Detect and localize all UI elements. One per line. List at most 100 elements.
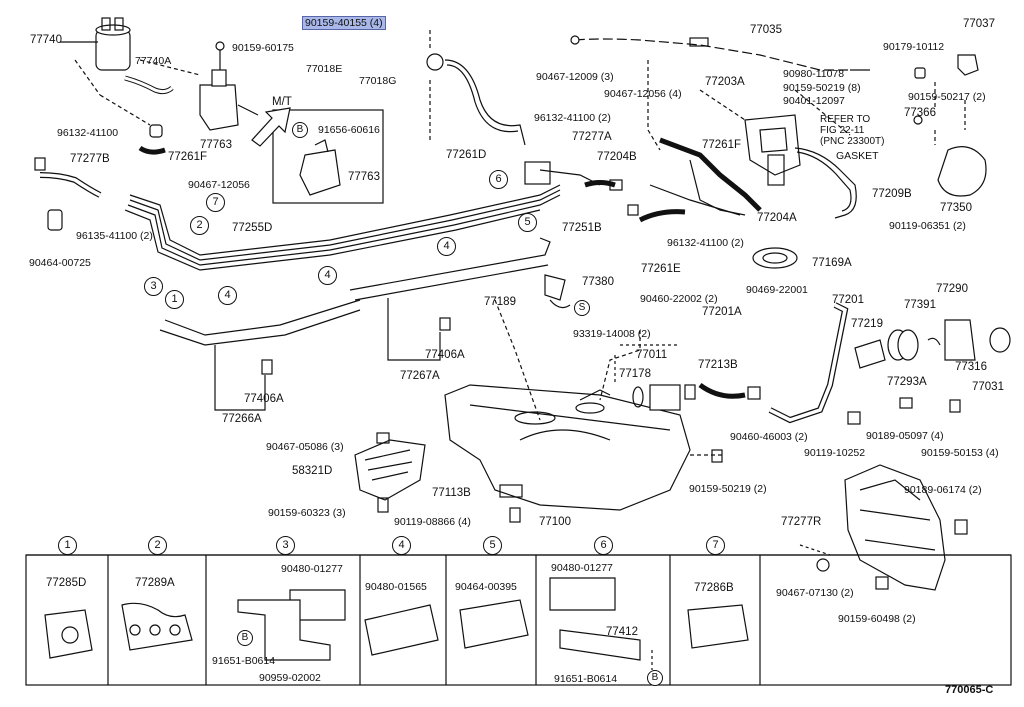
part-label-77740[interactable]: 77740 [30, 34, 62, 46]
part-label-77204a[interactable]: 77204A [757, 212, 797, 224]
panel-6-part-b[interactable]: 77412 [606, 626, 638, 638]
part-label-90460-22002[interactable]: 90460-22002 (2) [640, 293, 718, 305]
part-label-77255d[interactable]: 77255D [232, 222, 273, 234]
part-label-90189-06174[interactable]: 90189-06174 (2) [904, 484, 982, 496]
part-label-90980-11078[interactable]: 90980-11078 [783, 68, 845, 80]
panel-3-part-a[interactable]: 90480-01277 [281, 563, 343, 575]
part-label-90159-50219-8[interactable]: 90159-50219 (8) [783, 82, 861, 94]
part-label-77251b[interactable]: 77251B [562, 222, 602, 234]
part-label-77380[interactable]: 77380 [582, 276, 614, 288]
part-label-77277a[interactable]: 77277A [572, 131, 612, 143]
part-label-77316[interactable]: 77316 [955, 361, 987, 373]
frame-rail [159, 237, 551, 346]
callout-4-a[interactable]: 4 [218, 286, 237, 305]
part-label-91656-60616[interactable]: 91656-60616 [318, 124, 380, 136]
part-label-77763[interactable]: 77763 [200, 139, 232, 151]
part-label-90119-10252[interactable]: 90119-10252 [804, 447, 866, 459]
part-label-90467-12009[interactable]: 90467-12009 (3) [536, 71, 614, 83]
callout-6[interactable]: 6 [489, 170, 508, 189]
part-label-77178[interactable]: 77178 [619, 368, 651, 380]
part-label-90460-46003[interactable]: 90460-46003 (2) [730, 431, 808, 443]
part-label-93319-14008[interactable]: 93319-14008 (2) [573, 328, 651, 340]
part-label-77018e[interactable]: 77018E [306, 63, 343, 75]
part-label-90401-12097[interactable]: 90401-12097 [783, 95, 845, 107]
callout-2[interactable]: 2 [190, 216, 209, 235]
part-label-77204b[interactable]: 77204B [597, 151, 637, 163]
part-label-77350[interactable]: 77350 [940, 202, 972, 214]
panel-6-part-a[interactable]: 90480-01277 [551, 562, 613, 574]
callout-4-b[interactable]: 4 [318, 266, 337, 285]
part-label-77277r[interactable]: 77277R [781, 516, 822, 528]
part-label-77100[interactable]: 77100 [539, 516, 571, 528]
part-label-77035[interactable]: 77035 [750, 24, 782, 36]
part-label-77406a-a[interactable]: 77406A [425, 349, 465, 361]
callout-5[interactable]: 5 [518, 213, 537, 232]
part-label-77031[interactable]: 77031 [972, 381, 1004, 393]
part-label-77037[interactable]: 77037 [963, 18, 995, 30]
part-label-90159-50153[interactable]: 90159-50153 (4) [921, 447, 999, 459]
part-label-90467-07130[interactable]: 90467-07130 (2) [776, 587, 854, 599]
highlighted-part-label[interactable]: 90159-40155 (4) [302, 16, 386, 30]
part-label-90467-12056[interactable]: 90467-12056 [188, 179, 250, 191]
part-label-77366[interactable]: 77366 [904, 107, 936, 119]
part-label-77266a[interactable]: 77266A [222, 413, 262, 425]
part-label-90159-50219-2[interactable]: 90159-50219 (2) [689, 483, 767, 495]
part-label-96132-41100-c[interactable]: 96132-41100 (2) [667, 237, 744, 249]
part-label-90467-12056-4[interactable]: 90467-12056 (4) [604, 88, 682, 100]
panel-3-part-c[interactable]: 90959-02002 [259, 672, 321, 684]
part-label-90119-06351[interactable]: 90119-06351 (2) [889, 220, 966, 232]
vent-hose-top [426, 53, 526, 146]
panel-3-part-b[interactable]: 91651-B0614 [212, 655, 276, 667]
part-label-77391[interactable]: 77391 [904, 299, 936, 311]
part-label-90159-60323[interactable]: 90159-60323 (3) [268, 507, 346, 519]
part-label-90159-60175[interactable]: 90159-60175 [232, 42, 294, 54]
panel-4-number: 4 [392, 536, 411, 555]
part-label-90189-05097[interactable]: 90189-05097 (4) [866, 430, 944, 442]
callout-4-c[interactable]: 4 [437, 237, 456, 256]
part-label-96135-41100[interactable]: 96135-41100 (2) [76, 230, 153, 242]
part-label-77011[interactable]: 77011 [636, 349, 668, 361]
callout-7[interactable]: 7 [206, 193, 225, 212]
part-label-77189[interactable]: 77189 [484, 296, 516, 308]
part-label-77113b[interactable]: 77113B [432, 487, 471, 499]
panel-4-part[interactable]: 90480-01565 [365, 581, 427, 593]
part-label-90464-00725[interactable]: 90464-00725 [29, 257, 91, 269]
part-label-77290[interactable]: 77290 [936, 283, 968, 295]
part-label-77201[interactable]: 77201 [832, 294, 864, 306]
part-label-77267a[interactable]: 77267A [400, 370, 440, 382]
callout-3[interactable]: 3 [144, 277, 163, 296]
part-label-77277b[interactable]: 77277B [70, 153, 110, 165]
part-label-96132-41100-b[interactable]: 96132-41100 (2) [534, 112, 611, 124]
part-label-90119-08866[interactable]: 90119-08866 (4) [394, 516, 471, 528]
part-label-77169a[interactable]: 77169A [812, 257, 852, 269]
part-label-77740a[interactable]: 77740A [135, 55, 172, 67]
part-label-90159-60498[interactable]: 90159-60498 (2) [838, 613, 916, 625]
part-label-77018g[interactable]: 77018G [359, 75, 397, 87]
part-label-96132-41100-a[interactable]: 96132-41100 [57, 127, 119, 139]
part-label-77763-mt[interactable]: 77763 [348, 171, 380, 183]
part-label-77261e[interactable]: 77261E [641, 263, 681, 275]
panel-1-part[interactable]: 77285D [46, 577, 87, 589]
part-label-58321d[interactable]: 58321D [292, 465, 333, 477]
part-label-77261d[interactable]: 77261D [446, 149, 487, 161]
panel-7-part[interactable]: 77286B [694, 582, 734, 594]
part-label-77209b[interactable]: 77209B [872, 188, 912, 200]
callout-1[interactable]: 1 [165, 290, 184, 309]
figure-code: 770065-C [945, 684, 994, 696]
part-label-90179-10112[interactable]: 90179-10112 [883, 41, 945, 53]
part-label-77213b[interactable]: 77213B [698, 359, 738, 371]
part-label-77261f-b[interactable]: 77261F [702, 139, 742, 151]
part-label-77203a[interactable]: 77203A [705, 76, 745, 88]
part-label-90469-22001[interactable]: 90469-22001 [746, 284, 808, 296]
part-label-77219[interactable]: 77219 [851, 318, 883, 330]
part-label-90159-50217[interactable]: 90159-50217 (2) [908, 91, 986, 103]
part-label-90467-05086[interactable]: 90467-05086 (3) [266, 441, 344, 453]
panel-2-part[interactable]: 77289A [135, 577, 175, 589]
part-label-77261f-a[interactable]: 77261F [168, 151, 208, 163]
part-label-77201a[interactable]: 77201A [702, 306, 742, 318]
panel-6-part-c[interactable]: 91651-B0614 [554, 673, 618, 685]
panel-5-part[interactable]: 90464-00395 [455, 581, 517, 593]
part-label-77406a-b[interactable]: 77406A [244, 393, 284, 405]
part-label-77293a[interactable]: 77293A [887, 376, 927, 388]
